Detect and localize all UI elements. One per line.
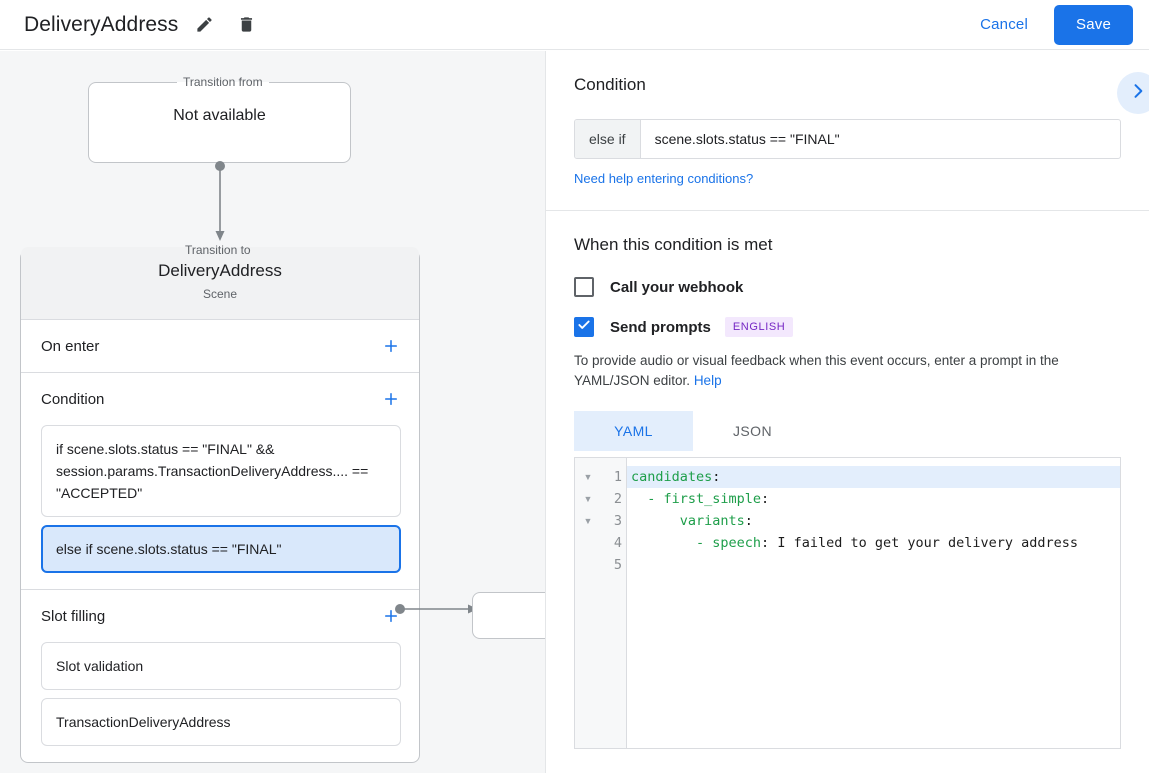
call-webhook-checkbox[interactable] (574, 277, 594, 297)
code-line[interactable]: variants: (631, 513, 753, 529)
list-item[interactable]: TransactionDeliveryAddress (41, 698, 401, 746)
pencil-icon (195, 15, 214, 34)
line-number: 5 (613, 557, 622, 573)
tab-yaml[interactable]: YAML (574, 411, 693, 451)
condition-section: Condition else if Need help entering con… (546, 51, 1149, 211)
when-condition-met-section: When this condition is met Call your web… (546, 211, 1149, 749)
transition-to-card: Transition to DeliveryAddress Scene On e… (20, 243, 420, 763)
transition-from-legend: Transition from (183, 75, 263, 89)
condition-input-row[interactable]: else if (574, 119, 1121, 159)
scene-section-header: Condition (21, 373, 419, 425)
transition-to-subtitle: Scene (202, 287, 238, 301)
code-line[interactable]: - speech: I failed to get your delivery … (631, 535, 1079, 551)
list-item[interactable]: if scene.slots.status == "FINAL" && sess… (41, 425, 401, 517)
page-title: DeliveryAddress (24, 12, 179, 36)
delete-button[interactable] (230, 9, 262, 41)
editor-code-area[interactable]: candidates: - first_simple: variants: - … (627, 458, 1120, 748)
chevron-right-icon (1128, 81, 1148, 106)
fold-spacer (575, 532, 601, 554)
scene-section-body: if scene.slots.status == "FINAL" && sess… (21, 425, 419, 589)
condition-detail-panel: Condition else if Need help entering con… (545, 51, 1149, 773)
prompts-help-link[interactable]: Help (693, 373, 722, 388)
scene-section-title: On enter (41, 337, 100, 355)
editor-format-tabs: YAML JSON (574, 411, 1121, 451)
editor-line-numbers: 1 2 3 4 5 (601, 458, 627, 748)
send-prompts-checkbox[interactable] (574, 317, 594, 337)
transition-to-header[interactable]: DeliveryAddress Scene (21, 247, 419, 320)
send-prompts-row[interactable]: Send prompts ENGLISH (574, 317, 1121, 337)
add-icon[interactable] (379, 334, 403, 358)
expand-panel-button[interactable] (1117, 72, 1149, 114)
when-met-heading: When this condition is met (574, 235, 773, 254)
scene-section: On enter (21, 320, 419, 373)
yaml-code-editor[interactable]: ▼ ▼ ▼ 1 2 3 4 5 candidates: - first_simple: va… (574, 457, 1121, 749)
transition-from-node[interactable]: Transition from Not available (88, 75, 351, 163)
prompts-hint-text: To provide audio or visual feedback when… (574, 353, 1059, 388)
target-node-partial[interactable] (472, 592, 545, 639)
language-badge: ENGLISH (724, 317, 794, 337)
code-line[interactable] (627, 554, 1120, 576)
scene-section: Condition if scene.slots.status == "FINAL… (21, 373, 419, 590)
prompts-hint: To provide audio or visual feedback when… (574, 351, 1121, 391)
check-icon (577, 318, 591, 337)
connector-horizontal (395, 604, 478, 614)
condition-prefix-label: else if (575, 120, 641, 158)
send-prompts-label[interactable]: Send prompts (610, 318, 711, 336)
condition-heading: Condition (574, 75, 646, 94)
call-webhook-label[interactable]: Call your webhook (610, 278, 744, 296)
fold-arrow-icon[interactable]: ▼ (583, 494, 593, 504)
tab-json[interactable]: JSON (733, 423, 772, 439)
fold-arrow-icon[interactable]: ▼ (583, 516, 593, 526)
fold-spacer (575, 554, 601, 576)
scene-graph-canvas[interactable]: Transition from Not available Transition… (0, 51, 545, 773)
scene-section-header: Slot filling (21, 590, 419, 642)
edit-name-button[interactable] (188, 9, 220, 41)
code-line[interactable]: candidates: (627, 466, 1120, 488)
line-number: 2 (613, 491, 622, 507)
trash-icon (237, 15, 256, 34)
line-number: 3 (613, 513, 622, 529)
editor-body: Transition from Not available Transition… (0, 51, 1149, 773)
condition-item-selected[interactable]: else if scene.slots.status == "FINAL" (41, 525, 401, 573)
webhook-checkbox-row[interactable]: Call your webhook (574, 277, 1121, 297)
condition-expression-input[interactable] (640, 120, 1120, 158)
save-button[interactable]: Save (1054, 4, 1133, 45)
add-icon[interactable] (379, 604, 403, 628)
code-line[interactable]: - first_simple: (631, 491, 770, 507)
transition-from-body: Not available (89, 79, 350, 152)
line-number: 4 (613, 535, 622, 551)
connector-vertical (215, 161, 225, 241)
transition-to-name: DeliveryAddress (158, 261, 282, 280)
app-header: DeliveryAddress Cancel Save (0, 0, 1149, 50)
add-icon[interactable] (379, 387, 403, 411)
scene-section-title: Condition (41, 390, 105, 408)
condition-help-link[interactable]: Need help entering conditions? (574, 171, 754, 186)
cancel-button[interactable]: Cancel (966, 8, 1042, 41)
scene-section-header: On enter (21, 320, 419, 372)
list-item[interactable]: Slot validation (41, 642, 401, 690)
line-number: 1 (613, 469, 622, 485)
transition-from-title: Not available (173, 106, 266, 124)
fold-arrow-icon[interactable]: ▼ (583, 472, 593, 482)
transition-to-legend: Transition to (185, 243, 251, 257)
scene-section-title: Slot filling (41, 607, 106, 625)
editor-fold-gutter[interactable]: ▼ ▼ ▼ (575, 458, 601, 748)
